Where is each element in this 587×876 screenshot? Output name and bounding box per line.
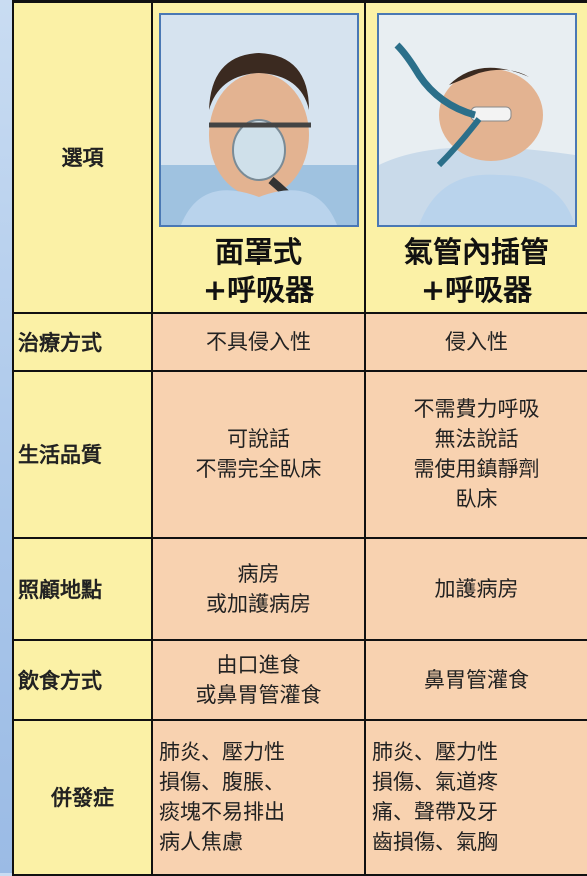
option-face-mask-title: 面罩式 +呼吸器 — [202, 235, 315, 307]
cell-treatment-a: 不具侵入性 — [151, 311, 366, 372]
row-label-complications: 併發症 — [12, 718, 153, 876]
patient-intubated-icon — [376, 13, 577, 227]
option-face-mask: 面罩式 +呼吸器 — [151, 0, 366, 314]
row-label-treatment: 治療方式 — [12, 311, 153, 372]
option-intubation-title: 氣管內插管 +呼吸器 — [403, 235, 549, 307]
row-quality: 生活品質 可說話 不需完全臥床 不需費力呼吸 無法說話 需使用鎮靜劑 臥床 — [12, 369, 587, 539]
cell-complications-a: 肺炎、壓力性 損傷、腹脹、 痰塊不易排出 病人焦慮 — [151, 718, 366, 876]
cell-location-b: 加護病房 — [364, 536, 587, 641]
cell-quality-a: 可說話 不需完全臥床 — [151, 369, 366, 539]
row-diet: 飲食方式 由口進食 或鼻胃管灌食 鼻胃管灌食 — [12, 638, 587, 721]
comparison-table: 選項 面罩式 +呼吸器 — [12, 0, 587, 876]
options-label: 選項 — [12, 0, 153, 314]
cell-complications-b: 肺炎、壓力性 損傷、氣道疼 痛、聲帶及牙 齒損傷、氣胸 — [364, 718, 587, 876]
row-treatment: 治療方式 不具侵入性 侵入性 — [12, 311, 587, 372]
cell-treatment-b: 侵入性 — [364, 311, 587, 372]
cell-quality-b: 不需費力呼吸 無法說話 需使用鎮靜劑 臥床 — [364, 369, 587, 539]
patient-face-mask-icon — [158, 13, 359, 227]
row-location: 照顧地點 病房 或加護病房 加護病房 — [12, 536, 587, 641]
row-label-location: 照顧地點 — [12, 536, 153, 641]
row-complications: 併發症 肺炎、壓力性 損傷、腹脹、 痰塊不易排出 病人焦慮 肺炎、壓力性 損傷、… — [12, 718, 587, 876]
cell-diet-b: 鼻胃管灌食 — [364, 638, 587, 721]
row-label-diet: 飲食方式 — [12, 638, 153, 721]
row-label-quality: 生活品質 — [12, 369, 153, 539]
cell-diet-a: 由口進食 或鼻胃管灌食 — [151, 638, 366, 721]
header-row: 選項 面罩式 +呼吸器 — [12, 0, 587, 314]
cell-location-a: 病房 或加護病房 — [151, 536, 366, 641]
option-intubation: 氣管內插管 +呼吸器 — [364, 0, 587, 314]
